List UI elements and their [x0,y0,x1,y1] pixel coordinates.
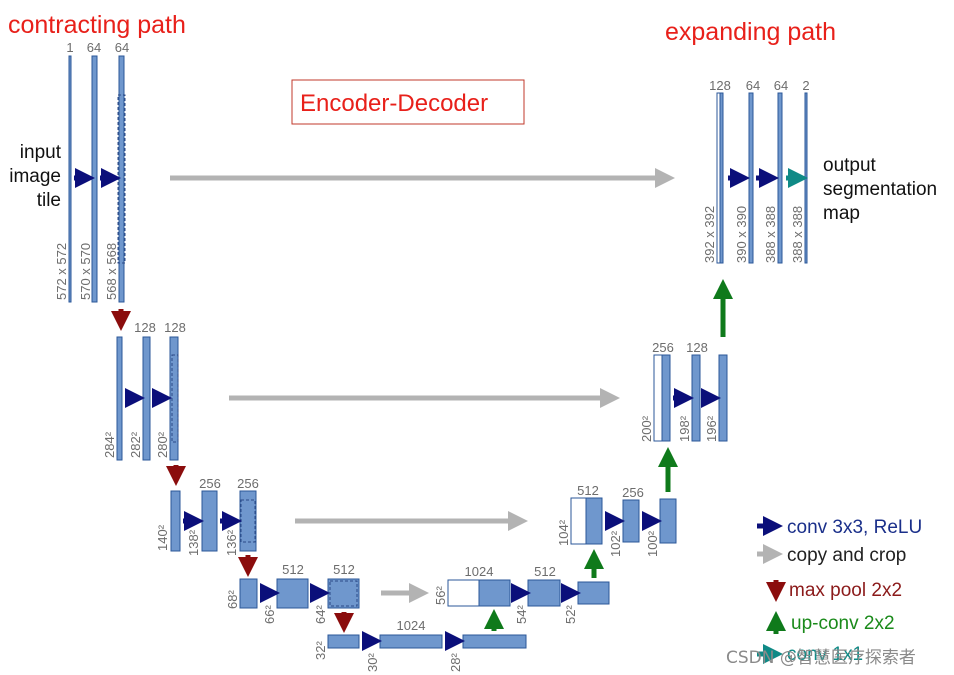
dim-label-u2-a: 200² [639,415,654,442]
dim-label-l2-c: 280² [155,431,170,458]
channel-label-u2-a: 256 [652,340,674,355]
channel-label-u1-d: 2 [802,78,809,93]
input-label-line3: tile [37,190,61,211]
channel-label-u1-b: 64 [746,78,760,93]
dim-label-l2-b: 282² [128,431,143,458]
legend-copy-label: copy and crop [787,545,906,566]
feature-map-l4-conv1 [276,578,309,609]
crop-region-l4 [329,580,358,607]
channel-label-u3-b: 256 [622,485,644,500]
dim-label-u4-a: 56² [433,586,448,605]
feature-map-l5-conv2 [462,634,527,649]
expanding-path-title: expanding path [665,18,836,46]
output-label-line1: output [823,155,877,176]
channel-label-l1-a: 1 [66,40,73,55]
feature-map-u4-up [478,579,511,607]
feature-map-u2-up [661,354,671,442]
dim-label-u4-c: 52² [563,605,578,624]
channel-label-l3-a: 256 [199,476,221,491]
channel-label-l4-b: 512 [333,562,355,577]
channel-label-l3-b: 256 [237,476,259,491]
input-label-line2: image [9,166,61,187]
feature-map-l4-conv2 [327,578,360,609]
dim-label-l5-c: 28² [448,653,463,672]
feature-map-u1-conv2 [777,92,783,264]
dim-label-l4-a: 68² [225,590,240,609]
channel-label-l1-c: 64 [115,40,129,55]
channel-label-u4-b: 512 [534,564,556,579]
contracting-path-title: contracting path [8,11,186,39]
dim-label-l1-c: 568 x 568 [104,243,119,300]
dim-label-l1-b: 570 x 570 [78,243,93,300]
legend-pool-label: max pool 2x2 [789,580,902,601]
dim-label-u1-d: 388 x 388 [790,206,805,263]
output-label-line3: map [823,203,860,224]
dim-label-l3-c: 136² [224,529,239,556]
legend: conv 3x3, ReLU copy and crop max pool 2x… [757,516,922,665]
feature-map-l4-pool [239,578,258,609]
channel-label-u2-b: 128 [686,340,708,355]
feature-map-u3-up [585,497,603,545]
channel-label-u4-a: 1024 [465,564,494,579]
feature-map-l2-conv1 [142,336,151,461]
channel-label-l2-b: 128 [164,320,186,335]
encoder-decoder-box [291,79,525,125]
feature-map-l1-input [68,55,72,303]
feature-map-u1-up [719,92,724,264]
feature-map-u4-conv2 [577,581,610,605]
feature-map-l3-conv1 [201,490,218,552]
feature-map-u2-conv2 [718,354,728,442]
output-segmentation-map [804,92,808,264]
channel-label-l1-b: 64 [87,40,101,55]
watermark: CSDN @智慧医疗探索者 [726,648,916,668]
feature-map-l2-pool [116,336,123,461]
feature-map-l5-pool [327,634,360,649]
dim-label-u2-c: 196² [704,415,719,442]
dim-label-u3-a: 104² [556,519,571,546]
dim-label-l4-b: 66² [262,605,277,624]
crop-region-l2 [171,354,179,443]
feature-map-l1-conv2 [118,55,125,303]
dim-label-l5-a: 32² [313,641,328,660]
dim-label-u3-c: 100² [645,530,660,557]
copied-map-u2 [653,354,663,442]
channel-label-l4-a: 512 [282,562,304,577]
dim-label-u2-b: 198² [677,415,692,442]
dim-label-u1-c: 388 x 388 [763,206,778,263]
feature-map-u2-conv1 [691,354,701,442]
dim-label-u3-b: 102² [608,530,623,557]
feature-map-l3-pool [170,490,181,552]
channel-label-l5: 1024 [397,618,426,633]
feature-map-u1-conv1 [748,92,754,264]
input-label-line1: input [20,142,62,163]
feature-map-l5-conv1 [379,634,443,649]
encoder-decoder-label: Encoder-Decoder [300,90,488,117]
copied-map-u4 [447,579,480,607]
dim-label-l3-a: 140² [155,524,170,551]
dim-label-l3-b: 138² [186,529,201,556]
channel-label-l2-a: 128 [134,320,156,335]
channel-label-u1-a: 128 [709,78,731,93]
output-label-line2: segmentation [823,179,937,200]
dim-label-l2-a: 284² [102,431,117,458]
dim-label-u1-a: 392 x 392 [702,206,717,263]
dim-label-l5-b: 30² [365,653,380,672]
legend-upconv-label: up-conv 2x2 [791,613,895,634]
channel-label-u3-a: 512 [577,483,599,498]
legend-conv-label: conv 3x3, ReLU [787,517,922,538]
dim-label-u1-b: 390 x 390 [734,206,749,263]
dim-label-l4-c: 64² [313,605,328,624]
copied-map-u3 [570,497,587,545]
dim-label-l1-a: 572 x 572 [54,243,69,300]
legend-conv1x1-label: conv 1x1 [787,644,863,665]
channel-label-u1-c: 64 [774,78,788,93]
feature-map-u3-conv1 [622,499,640,543]
feature-map-u4-conv1 [527,579,561,607]
dim-label-u4-b: 54² [514,605,529,624]
feature-map-u3-conv2 [659,498,677,544]
